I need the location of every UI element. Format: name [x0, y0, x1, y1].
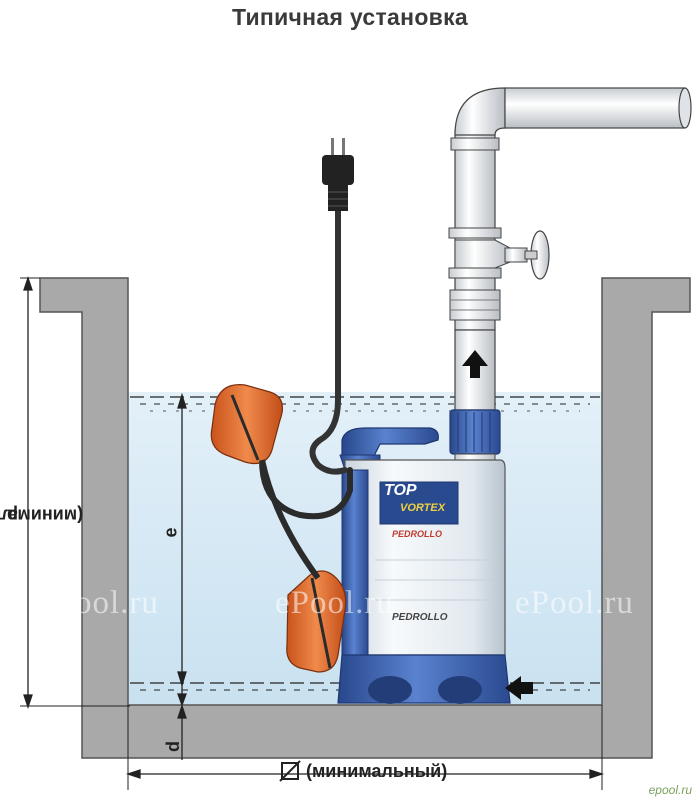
corner-watermark: epool.ru [648, 783, 692, 797]
float-switch-lower [286, 570, 347, 673]
page-title: Типичная установка [231, 4, 469, 30]
label-e: e [160, 527, 181, 538]
brand-logo-bottom: PEDROLLO [392, 612, 448, 623]
watermark-2: ePool.ru [275, 585, 394, 621]
power-cable [309, 207, 348, 475]
label-p-minimal: (минимальный) [0, 505, 83, 526]
arrow-up-icon [462, 350, 488, 378]
valve-handle-icon [524, 230, 550, 280]
pump [337, 427, 511, 704]
brand-logo: PEDROLLO [392, 529, 443, 539]
label-d: d [163, 741, 183, 752]
brand-top: TOP [384, 482, 417, 499]
brand-vortex: VORTEX [400, 502, 446, 514]
watermark-3: ePool.ru [515, 585, 634, 621]
float-switch-upper [210, 384, 283, 465]
dimension-p [20, 275, 130, 710]
diameter-symbol-icon [279, 760, 301, 782]
label-diameter: (минимальный) [306, 761, 448, 781]
dimension-e [177, 392, 187, 688]
arrow-left-icon [505, 676, 533, 700]
float-cable-lower [259, 459, 321, 580]
label-p-group: p (минимальный) [0, 405, 83, 625]
discharge-pipe [448, 87, 692, 411]
plug-icon [322, 138, 354, 211]
dimension-d [177, 683, 187, 760]
dimension-diameter [125, 705, 605, 790]
watermark-1: ePool.ru [40, 585, 159, 621]
